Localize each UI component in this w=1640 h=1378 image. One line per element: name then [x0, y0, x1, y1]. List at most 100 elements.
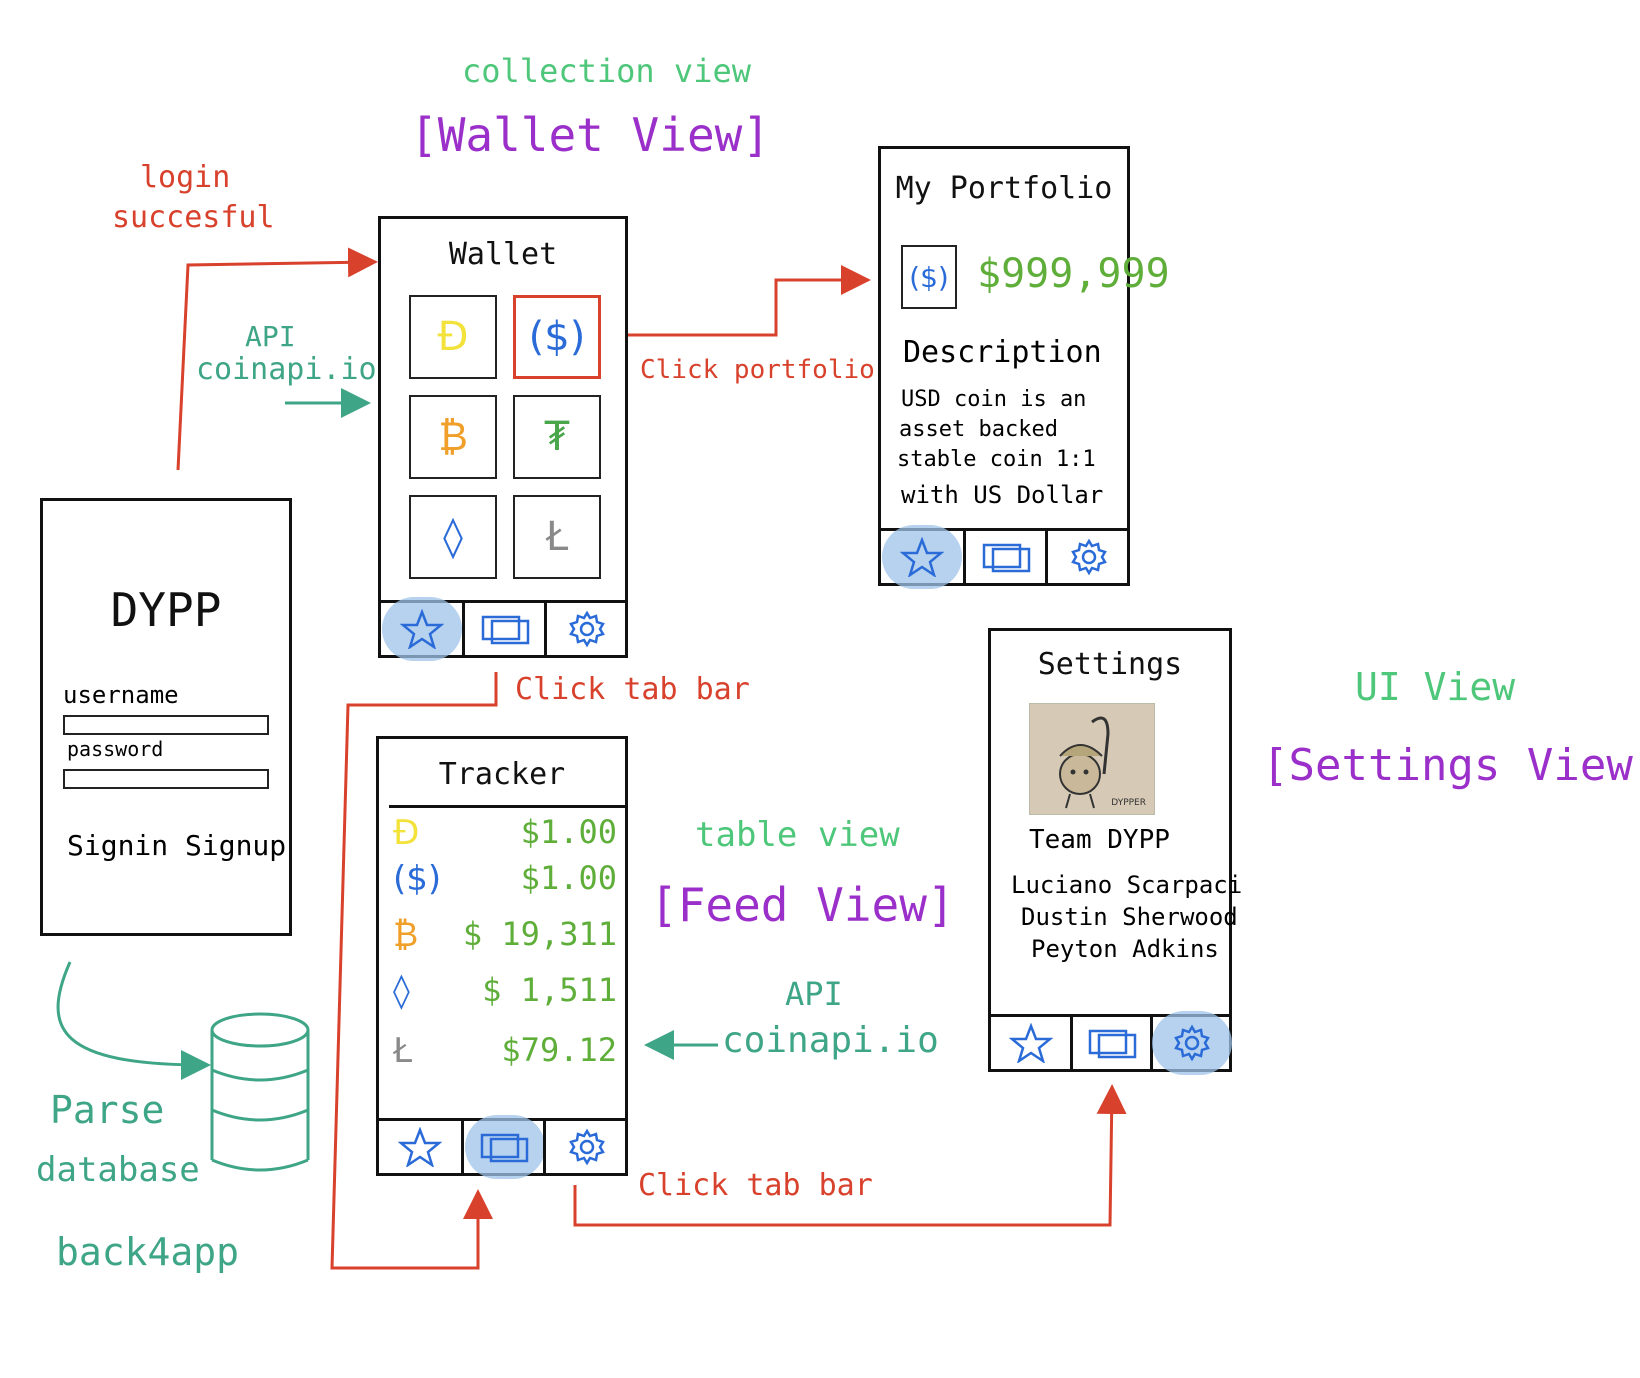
star-icon — [399, 609, 444, 649]
tab-wallet[interactable] — [381, 597, 462, 661]
tracker-title: Tracker — [438, 757, 566, 792]
collection-view-label: collection view — [462, 52, 751, 90]
tab-tracker[interactable] — [460, 1115, 546, 1179]
ethereum-icon: ◊ — [393, 971, 410, 1011]
ethereum-icon: ◊ — [443, 514, 463, 560]
feed-view-label: [Feed View] — [650, 878, 955, 932]
database-label: database — [36, 1150, 200, 1190]
settings-title: Settings — [1037, 647, 1183, 682]
wallet-screen: Wallet Ð ($) ₿ ₮ ◊ Ł — [378, 216, 628, 661]
tracker-header-divider — [389, 805, 625, 808]
gear-icon — [1174, 1024, 1211, 1062]
description-line-1: USD coin is an — [901, 387, 1087, 412]
database-icon — [210, 1012, 310, 1172]
tab-tracker[interactable] — [962, 531, 1048, 583]
tab-wallet[interactable] — [379, 1121, 461, 1173]
settings-view-label: [Settings View] — [1262, 740, 1640, 791]
description-line-2: asset backed — [899, 417, 1058, 442]
tab-tracker[interactable] — [1070, 1017, 1152, 1069]
usd-coin-icon: ($) — [901, 245, 957, 309]
tracker-screen: Tracker Ð $1.00 ($) $1.00 ₿ $ 19,311 ◊ $ 1,5… — [376, 736, 628, 1179]
arrow-login-to-database — [56, 961, 211, 1080]
table-view-label: table view — [695, 815, 900, 855]
tracker-row[interactable]: ₿ $ 19,311 — [393, 915, 617, 963]
tracker-row[interactable]: Ð $1.00 — [393, 813, 617, 861]
portfolio-value: $999,999 — [977, 251, 1170, 297]
price-value: $1.00 — [520, 813, 617, 851]
click-tab-bar-label-2: Click tab bar — [638, 1168, 873, 1203]
portfolio-screen: My Portfolio ($) $999,999 Description US… — [878, 146, 1170, 589]
username-field[interactable] — [63, 715, 269, 735]
click-tab-bar-label-1: Click tab bar — [515, 672, 750, 707]
tab-settings[interactable] — [1149, 1011, 1233, 1075]
wallet-tile-litecoin[interactable]: Ł — [513, 495, 601, 579]
tab-tracker[interactable] — [462, 603, 546, 655]
tab-settings[interactable] — [542, 1121, 628, 1173]
login-screen: DYPP username password Signin Signup — [40, 498, 292, 936]
wallet-tile-ethereum[interactable]: ◊ — [409, 495, 497, 579]
tab-bar — [991, 1011, 1233, 1075]
gear-icon — [569, 610, 606, 648]
description-line-4: with US Dollar — [901, 481, 1104, 509]
tracker-row[interactable]: Ł $79.12 — [393, 1031, 617, 1079]
signin-signup-actions[interactable]: Signin Signup — [67, 829, 287, 862]
back4app-label: back4app — [56, 1230, 240, 1274]
star-icon — [397, 1127, 442, 1167]
dogecoin-icon: Ð — [393, 813, 420, 853]
password-field[interactable] — [63, 769, 269, 789]
tab-bar — [381, 597, 628, 661]
litecoin-icon: Ł — [393, 1031, 413, 1071]
team-photo: DYPPER — [1029, 703, 1155, 815]
app-name: DYPP — [110, 583, 222, 637]
login-successful-label-line1: login — [140, 160, 231, 195]
bitcoin-icon: ₿ — [393, 915, 419, 955]
api-label-1-line2: coinapi.io — [196, 352, 377, 387]
usd-coin-icon: ($) — [528, 314, 586, 360]
tab-settings[interactable] — [1044, 531, 1130, 583]
api-label-2-line2: coinapi.io — [722, 1020, 939, 1061]
tab-bar — [379, 1115, 628, 1179]
settings-screen: Settings DYPPER Team DYPP Luciano Scarpa… — [988, 628, 1242, 1075]
gear-icon — [1071, 538, 1107, 576]
api-label-1-line1: API — [245, 320, 296, 353]
api-label-2-line1: API — [785, 975, 843, 1013]
price-value: $ 1,511 — [482, 971, 617, 1009]
portfolio-title: My Portfolio — [895, 171, 1113, 206]
arrow-wallet-to-portfolio — [600, 265, 871, 337]
bitcoin-icon: ₿ — [438, 414, 468, 460]
cards-icon — [481, 615, 530, 645]
tab-settings[interactable] — [543, 603, 628, 655]
tracker-row[interactable]: ◊ $ 1,511 — [393, 971, 617, 1019]
wallet-tile-usd-coin[interactable]: ($) — [513, 295, 601, 379]
wallet-title: Wallet — [448, 237, 558, 272]
wallet-tile-bitcoin[interactable]: ₿ — [409, 395, 497, 479]
arrow-login-to-wallet — [176, 247, 378, 471]
tab-wallet[interactable] — [991, 1017, 1070, 1069]
tether-icon: ₮ — [544, 414, 570, 460]
password-label: password — [67, 737, 164, 761]
ui-view-label: UI View — [1355, 665, 1516, 709]
tab-wallet[interactable] — [881, 525, 963, 589]
click-portfolio-label: Click portfolio — [640, 355, 875, 385]
price-value: $1.00 — [520, 859, 617, 897]
wallet-tile-dogecoin[interactable]: Ð — [409, 295, 497, 379]
member-2: Dustin Sherwood — [1021, 903, 1238, 931]
price-value: $79.12 — [501, 1031, 617, 1069]
usd-coin-icon: ($) — [393, 859, 442, 899]
star-icon — [899, 537, 944, 577]
gear-icon — [569, 1128, 605, 1166]
description-line-3: stable coin 1:1 — [897, 447, 1096, 472]
tracker-row[interactable]: ($) $1.00 — [393, 859, 617, 907]
cards-icon — [480, 1133, 529, 1163]
parse-label: Parse — [50, 1088, 165, 1132]
star-icon — [1008, 1023, 1053, 1063]
litecoin-icon: Ł — [545, 514, 569, 560]
tab-bar — [881, 525, 1130, 589]
photo-caption: DYPPER — [1111, 798, 1146, 808]
description-heading: Description — [903, 335, 1102, 370]
cards-icon — [1088, 1029, 1137, 1059]
cards-icon — [982, 543, 1031, 573]
price-value: $ 19,311 — [462, 915, 617, 953]
wallet-tile-tether[interactable]: ₮ — [513, 395, 601, 479]
